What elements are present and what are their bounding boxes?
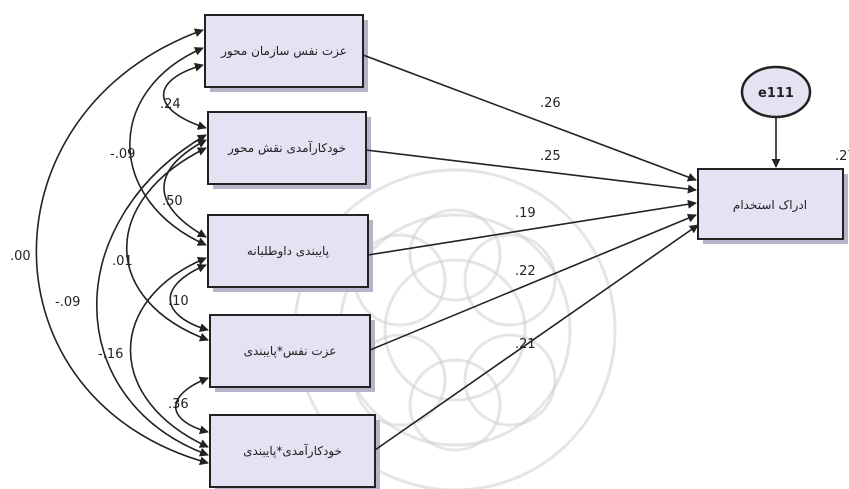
variable-box-2: خودکارآمدی نقش محور	[207, 111, 371, 189]
covariance-curve-3	[169, 263, 209, 332]
covariance-curve-7	[129, 256, 209, 448]
path-coefficient-4: .22	[515, 264, 536, 279]
covariance-label-1: .24	[160, 97, 181, 112]
variable-box-1: عزت نفس سازمان محور	[204, 14, 368, 92]
variable-label-5: خودکارآمدی*پایبندی	[243, 443, 342, 459]
covariance-label-5: -.09	[110, 147, 135, 162]
path-coefficient-5: .21	[515, 337, 536, 352]
covariance-curve-2	[163, 139, 207, 238]
path-arrow-2	[365, 149, 697, 194]
path-arrow-4	[369, 213, 697, 351]
path-coefficient-1: .26	[540, 96, 561, 111]
outcome-label: ادراک استخدام	[733, 198, 807, 213]
covariance-label-3: .10	[168, 294, 189, 309]
covariance-label-4: .36	[168, 397, 189, 412]
covariance-curve-9	[35, 28, 209, 466]
variable-box-5: خودکارآمدی*پایبندی	[209, 414, 380, 489]
variable-label-3: پایبندی داوطلبانه	[247, 244, 329, 259]
path-arrow-3	[367, 199, 697, 256]
variable-box-4: عزت نفس*پایبندی	[209, 314, 375, 392]
variable-label-4: عزت نفس*پایبندی	[244, 344, 337, 359]
error-term-label: e111	[758, 86, 794, 101]
path-arrow-5	[374, 224, 699, 451]
path-arrow-1	[362, 54, 697, 182]
covariance-curve-5	[129, 47, 207, 246]
covariance-curve-1	[162, 62, 207, 130]
covariance-label-7: -.16	[98, 347, 123, 362]
variable-label-2: خودکارآمدی نقش محور	[227, 140, 346, 156]
covariance-label-2: .50	[162, 194, 183, 209]
variable-label-1: عزت نفس سازمان محور	[220, 44, 347, 59]
error-term: e111	[740, 65, 812, 168]
path-coefficient-3: .19	[515, 206, 536, 221]
covariance-label-6: .01	[112, 254, 133, 269]
covariance-curve-8	[96, 134, 209, 457]
covariance-curve-6	[126, 147, 209, 342]
path-coefficient-2: .25	[540, 149, 561, 164]
covariance-label-8: -.09	[55, 295, 80, 310]
watermark-rosette	[293, 168, 617, 489]
covariance-label-9: .00	[10, 249, 31, 264]
variable-box-3: پایبندی داوطلبانه	[207, 214, 373, 292]
outcome-r2: .27	[835, 149, 849, 164]
outcome-box: ادراک استخدام	[697, 168, 848, 244]
